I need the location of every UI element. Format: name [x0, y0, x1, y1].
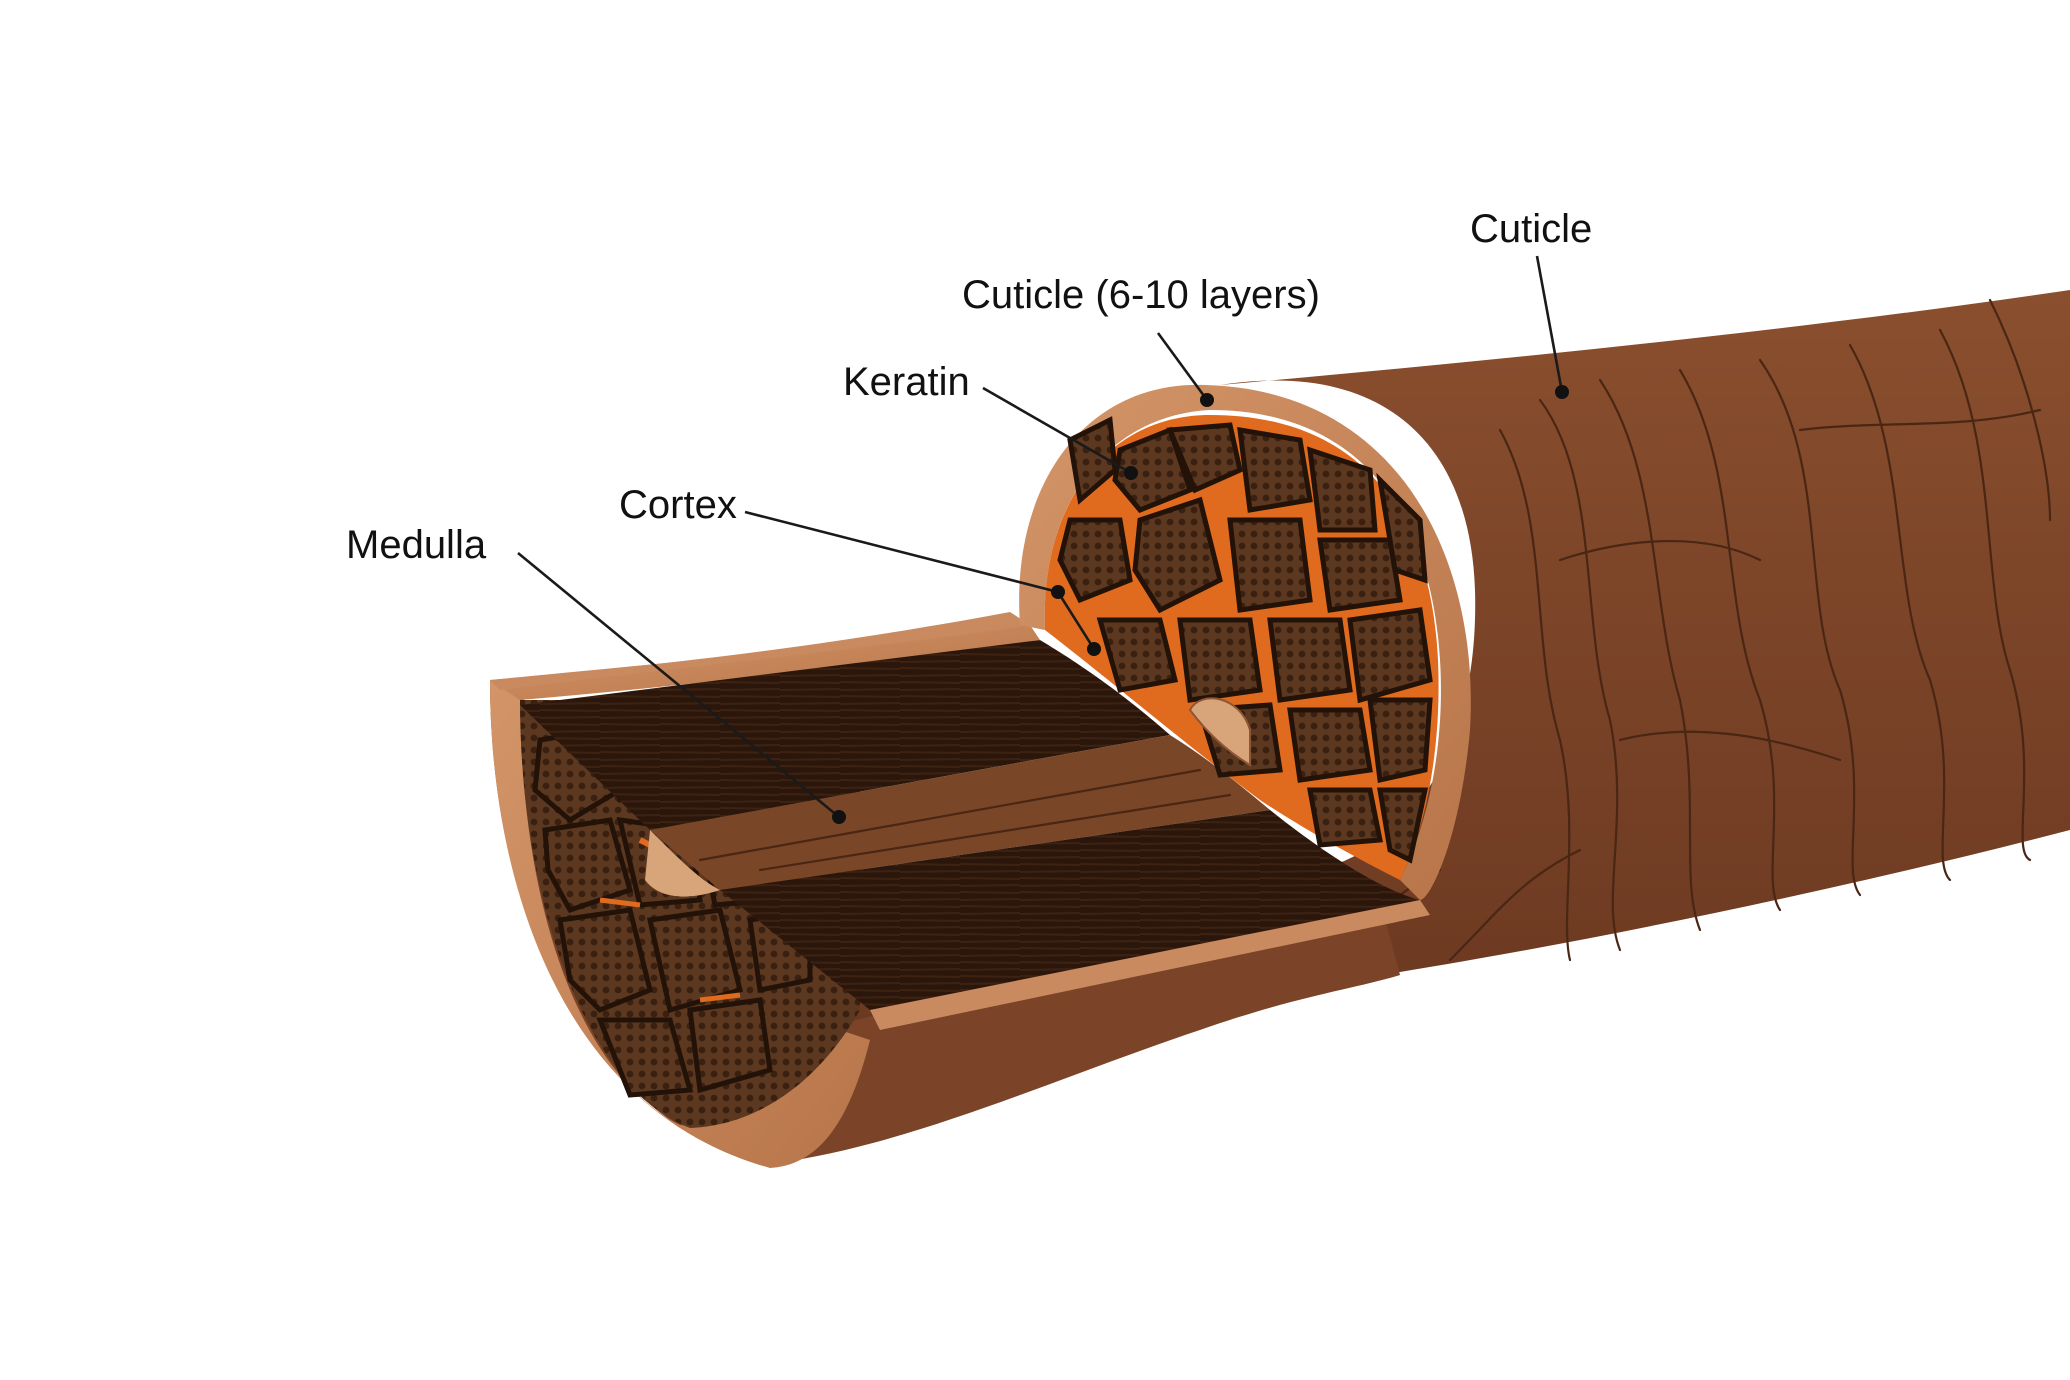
leader-keratin — [982, 386, 1132, 475]
lower-shell-surface — [490, 680, 1400, 1165]
medulla-core-right — [1188, 697, 1251, 767]
label-cuticle-layers-text: Cuticle (6-10 layers) — [962, 273, 1320, 317]
label-cuticle-outer-text: Cuticle — [1470, 207, 1592, 251]
label-cuticle-layers: Cuticle (6-10 layers) — [962, 273, 1320, 407]
label-medulla-text: Medulla — [346, 523, 487, 567]
slab-front-rim — [870, 900, 1430, 1030]
label-keratin: Keratin — [843, 360, 1138, 480]
slab-top-rim — [490, 625, 1040, 700]
marker-keratin — [1124, 466, 1138, 480]
slab-top-rim-2 — [490, 612, 1030, 690]
label-medulla: Medulla — [346, 523, 846, 824]
shaft-surface — [820, 290, 2070, 1050]
leader-cuticle-outer — [1535, 255, 1564, 393]
medulla-core-left — [645, 830, 720, 897]
marker-cortex-b — [1087, 642, 1101, 656]
medulla-stripe-lower — [720, 810, 1420, 1010]
marker-medulla — [832, 810, 846, 824]
label-cortex-text: Cortex — [619, 483, 737, 527]
label-cuticle-outer: Cuticle — [1470, 207, 1592, 399]
label-keratin-text: Keratin — [843, 360, 970, 404]
marker-cuticle-layers — [1200, 393, 1214, 407]
marker-cortex-a — [1051, 585, 1065, 599]
right-cross-section — [1019, 384, 1471, 900]
marker-cuticle-outer — [1555, 385, 1569, 399]
leader-cuticle-layers — [1156, 332, 1209, 401]
left-face-rim — [490, 680, 870, 1168]
cross-section-rim — [1019, 384, 1471, 900]
label-cortex: Cortex — [619, 483, 1101, 656]
cross-section-cells — [1057, 416, 1433, 864]
leader-medulla — [517, 551, 840, 819]
